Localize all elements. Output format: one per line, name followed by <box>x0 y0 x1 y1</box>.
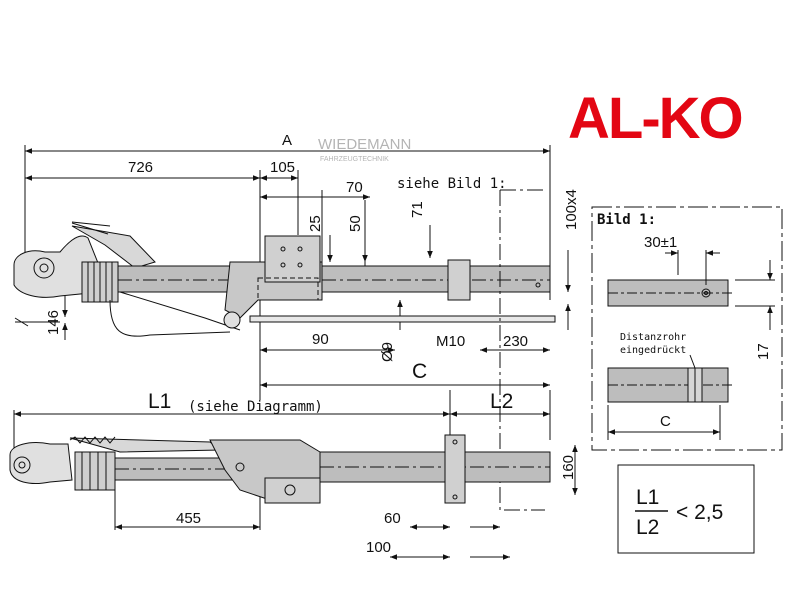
detail-figure-1 <box>591 206 783 451</box>
formula-relation: < 2,5 <box>676 501 723 524</box>
detail-dim-17: 17 <box>755 343 772 360</box>
dim-71: 71 <box>409 201 426 218</box>
svg-text:WIEDEMANN: WIEDEMANN <box>318 136 411 153</box>
dim-50: 50 <box>347 215 364 232</box>
dim-d9: Ø9 <box>379 342 396 362</box>
dim-726: 726 <box>128 159 153 176</box>
dim-90: 90 <box>312 331 329 348</box>
ratio-box <box>617 464 755 554</box>
dim-m10: M10 <box>436 333 465 350</box>
top-view <box>13 145 571 511</box>
dim-25: 25 <box>307 215 324 232</box>
dim-230: 230 <box>503 333 528 350</box>
dim-l2: L2 <box>490 390 513 413</box>
formula-denominator: L2 <box>636 516 659 539</box>
spacer-label-2: eingedrückt <box>620 345 686 356</box>
dim-455: 455 <box>176 510 201 527</box>
dim-60: 60 <box>384 510 401 527</box>
alko-logo: AL-KO <box>568 86 742 151</box>
dim-100: 100 <box>366 539 391 556</box>
dim-105: 105 <box>270 159 295 176</box>
formula-numerator: L1 <box>636 486 659 509</box>
spacer-label-1: Distanzrohr <box>620 332 686 343</box>
dim-a: A <box>282 132 292 149</box>
see-figure-note: siehe Bild 1: <box>397 176 507 192</box>
side-view <box>9 390 578 560</box>
dim-100x4: 100x4 <box>563 189 580 230</box>
l1-note: (siehe Diagramm) <box>188 399 323 415</box>
dim-146: 146 <box>45 310 62 335</box>
wiedemann-watermark: WIEDEMANN FAHRZEUGTECHNIK <box>318 136 411 163</box>
detail-title: Bild 1: <box>597 212 656 228</box>
dim-70: 70 <box>346 179 363 196</box>
detail-dim-c: C <box>660 413 671 430</box>
dim-l1: L1 <box>148 390 171 413</box>
dim-c: C <box>412 360 427 383</box>
detail-dim-30: 30±1 <box>644 234 677 251</box>
dim-160: 160 <box>560 455 577 480</box>
svg-text:FAHRZEUGTECHNIK: FAHRZEUGTECHNIK <box>320 156 389 163</box>
